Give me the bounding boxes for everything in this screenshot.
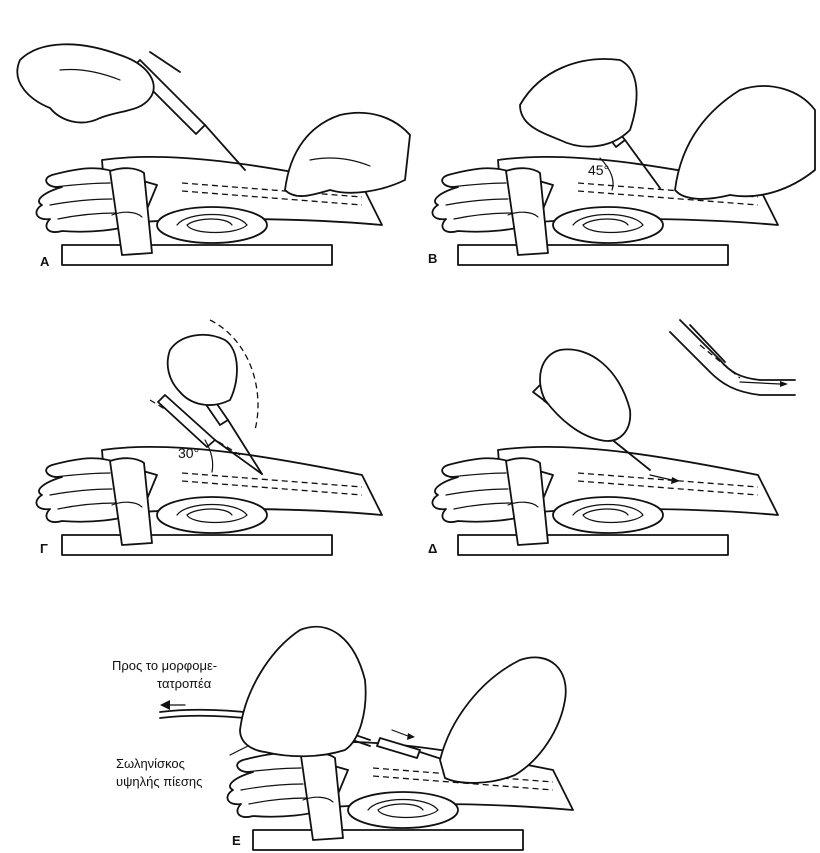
- gloved-hand-right: [285, 113, 410, 196]
- syringe-icon: [131, 52, 245, 170]
- caption-high-pressure-tube-1: Σωληνίσκος: [116, 756, 185, 771]
- inset-catheter-detail: [670, 320, 795, 395]
- panel-label-b: Β: [428, 251, 437, 266]
- caption-to-transducer-1: Προς το μορφομε-: [112, 658, 217, 673]
- gloved-hand-left: [17, 44, 153, 122]
- panel-e: Προς το μορφομε- τατροπέα Σωληνίσκος υψη…: [112, 627, 573, 850]
- caption-to-transducer-2: τατροπέα: [157, 676, 212, 691]
- gloved-hand-right: [675, 86, 815, 199]
- gloved-hand-left: [520, 59, 637, 147]
- gloved-hand: [540, 349, 630, 441]
- panel-d: Δ: [428, 320, 795, 556]
- panel-label-e: Ε: [232, 833, 241, 848]
- panel-label-c: Γ: [40, 541, 48, 556]
- panel-label-a: Α: [40, 254, 50, 269]
- gloved-hand-left: [168, 335, 237, 405]
- gloved-hand-left: [240, 627, 366, 757]
- caption-high-pressure-tube-2: υψηλής πίεσης: [116, 774, 202, 789]
- gloved-hand-right: [440, 657, 566, 783]
- panel-c: 30° Γ: [36, 320, 382, 556]
- panel-b: 45° Β: [428, 59, 815, 266]
- panel-a: Α: [17, 44, 410, 269]
- panel-label-d: Δ: [428, 541, 437, 556]
- angle-label-30: 30°: [178, 445, 199, 461]
- angle-label-45: 45°: [588, 162, 609, 178]
